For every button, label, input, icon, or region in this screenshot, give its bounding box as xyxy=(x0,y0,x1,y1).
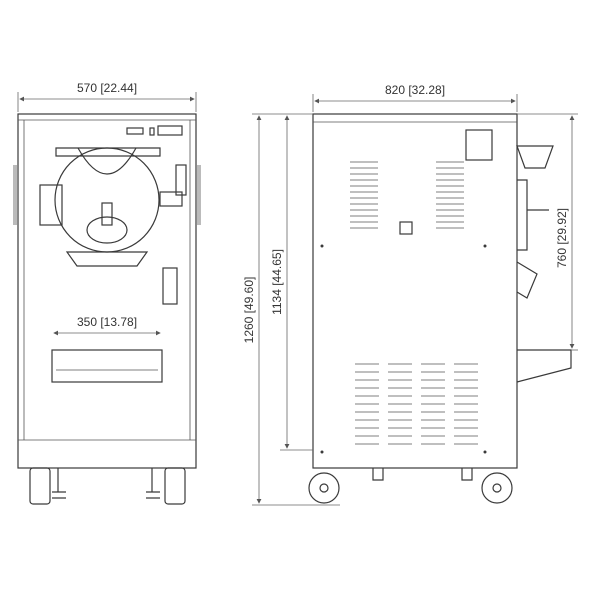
outlet-width-label: 350 [13.78] xyxy=(77,315,137,329)
side-depth-label: 820 [32.28] xyxy=(385,83,445,97)
dimension-lines xyxy=(17,92,578,506)
side-wheels xyxy=(308,472,513,504)
body-height-label: 1134 [44.65] xyxy=(270,249,284,315)
front-width-label: 570 [22.44] xyxy=(77,81,137,95)
front-view xyxy=(13,113,201,505)
front-wheels xyxy=(29,467,186,505)
total-height-label: 1260 [49.60] xyxy=(242,277,256,344)
counter-height-label: 760 [29.92] xyxy=(555,208,569,268)
side-view xyxy=(308,113,572,504)
